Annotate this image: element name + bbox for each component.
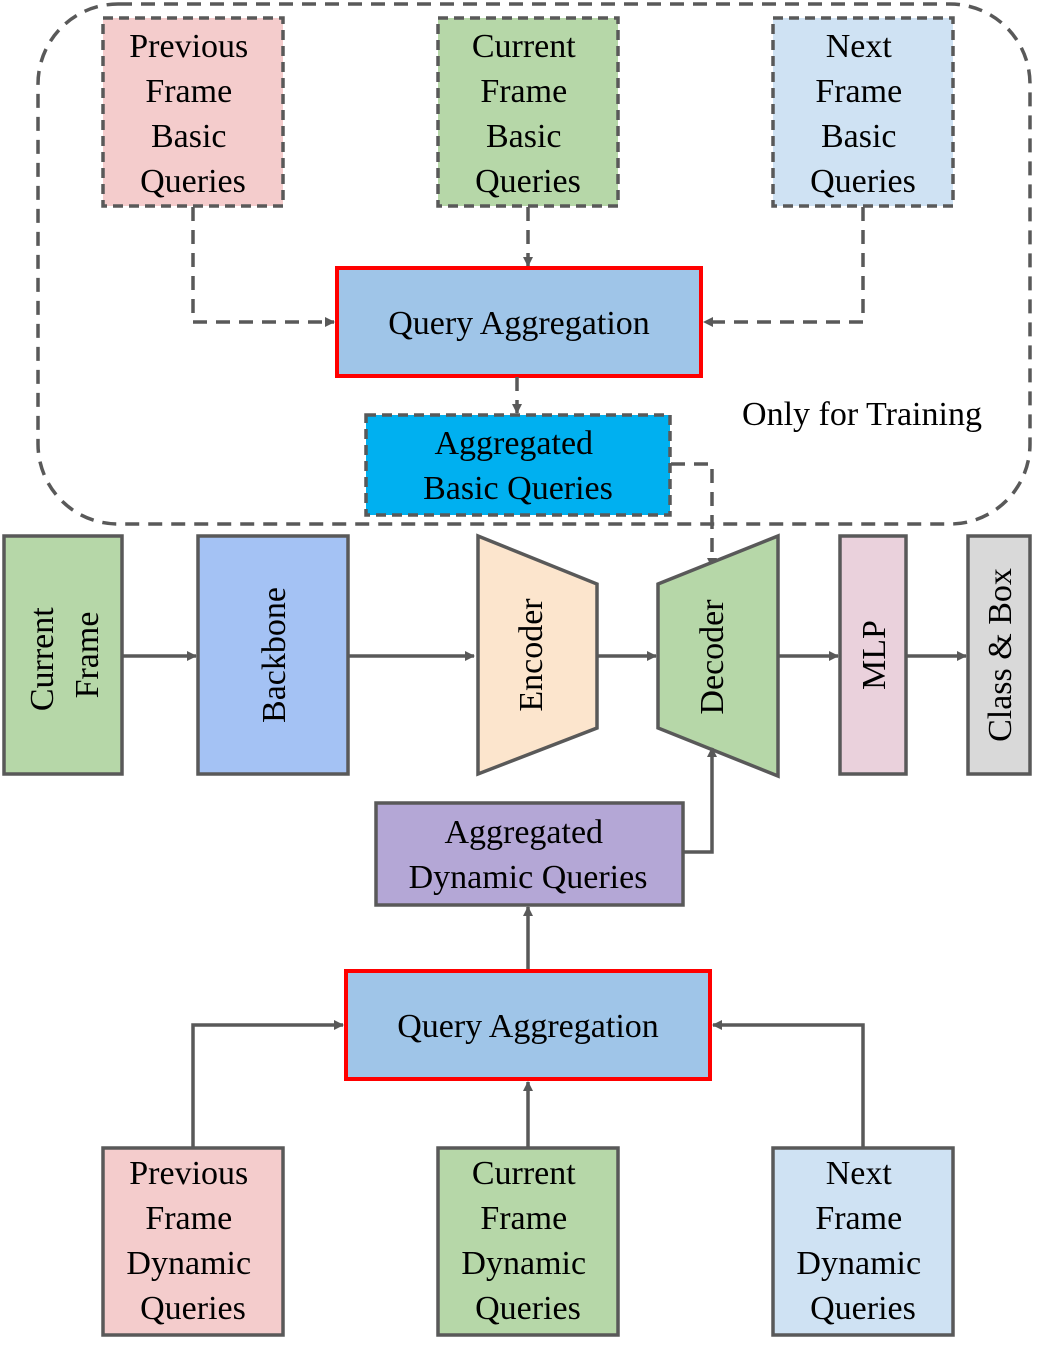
previous-frame-basic-queries-label: Previous Frame Basic Queries (129, 28, 257, 200)
current-frame-label: Current Frame (24, 599, 106, 711)
training-region-border (36, 2, 1032, 526)
class-box-output-label: Class & Box (982, 568, 1019, 742)
current-frame-basic-queries-label: Current Frame Basic Queries (472, 28, 584, 200)
encoder-label: Encoder (513, 598, 550, 712)
previous-frame-basic-queries-box (101, 16, 285, 208)
aggregated-basic-to-decoder-arrow (671, 462, 717, 568)
current-frame-dynamic-queries-label: Current Frame Dynamic Queries (461, 1155, 594, 1327)
current-frame-box (2, 534, 124, 776)
next-frame-dynamic-queries-label: Next Frame Dynamic Queries (796, 1155, 929, 1327)
decoder-label: Decoder (694, 599, 731, 715)
aggregated-dynamic-to-decoder-arrow (684, 747, 717, 854)
current-frame-dynamic-queries-box (436, 1146, 620, 1337)
decoder-shape (656, 533, 780, 779)
next-frame-basic-queries-box (771, 16, 955, 208)
next-frame-dynamic-queries-box (771, 1146, 955, 1337)
aggregated-basic-queries-label: Aggregated Basic Queries (423, 425, 613, 507)
next-basic-to-aggregation-arrow (703, 207, 865, 327)
next-dynamic-to-aggregation-arrow (712, 1020, 865, 1147)
backbone-box (196, 534, 350, 776)
current-frame-basic-queries-box (436, 16, 620, 208)
prev-basic-to-aggregation-arrow (191, 207, 335, 327)
next-frame-basic-queries-label: Next Frame Basic Queries (810, 28, 916, 200)
class-box-output-box (966, 534, 1032, 776)
aggregated-dynamic-queries-box (374, 801, 685, 907)
basic-query-aggregation-label: Query Aggregation (388, 305, 650, 342)
encoder-shape (476, 533, 599, 777)
dynamic-query-aggregation-box (344, 969, 712, 1081)
previous-frame-dynamic-queries-box (101, 1146, 285, 1337)
only-for-training-label: Only for Training (742, 396, 982, 433)
dynamic-query-aggregation-label: Query Aggregation (397, 1008, 659, 1045)
aggregated-dynamic-queries-label: Aggregated Dynamic Queries (409, 814, 648, 896)
prev-dynamic-to-aggregation-arrow (191, 1020, 344, 1147)
backbone-label: Backbone (256, 587, 293, 723)
basic-query-aggregation-box (335, 266, 703, 378)
previous-frame-dynamic-queries-label: Previous Frame Dynamic Queries (126, 1155, 259, 1327)
mlp-box (838, 534, 908, 776)
mlp-label: MLP (856, 620, 893, 690)
aggregated-basic-queries-box (364, 413, 672, 517)
